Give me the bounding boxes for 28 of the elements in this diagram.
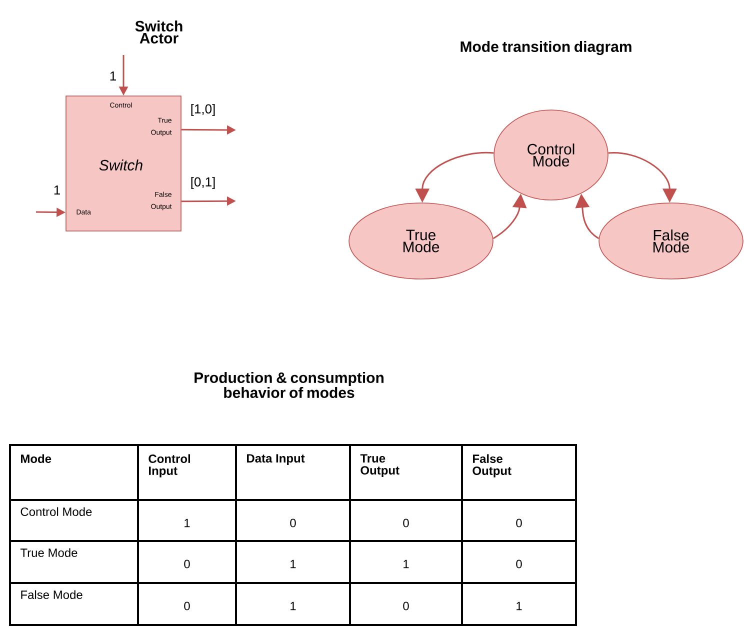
edge-label: 1 — [54, 186, 60, 194]
heading: Mode transition diagram — [460, 40, 632, 56]
table-cell: 1 — [516, 602, 522, 610]
column-header: Mode — [21, 454, 52, 463]
table-cell: 0 — [184, 560, 190, 568]
edge-label: 1 — [110, 72, 116, 80]
table-cell: 0 — [403, 602, 409, 610]
table-cell: 0 — [290, 518, 296, 528]
table-cell: 1 — [184, 518, 190, 528]
table-cell: 0 — [516, 518, 522, 528]
edge-label: [1,0] — [191, 104, 215, 116]
table-cell: 0 — [184, 602, 190, 610]
row-header: Control Mode — [20, 507, 92, 516]
column-header: True Output — [360, 454, 400, 477]
column-header: False Output — [472, 454, 512, 478]
heading: Switch Actor — [135, 20, 182, 44]
row-header: False Mode — [21, 590, 82, 600]
table-cell: 1 — [290, 560, 296, 568]
table-cell: 0 — [403, 518, 409, 528]
table-cell: 0 — [516, 560, 522, 568]
table-cell: 1 — [404, 560, 409, 568]
table-cell: 1 — [290, 602, 296, 610]
edge-label: [0,1] — [191, 176, 215, 190]
heading: Production & consumption behavior of modes — [194, 372, 384, 398]
column-header: Control Input — [148, 454, 190, 478]
block-title: Switch — [99, 160, 142, 170]
column-header: Data Input — [247, 454, 305, 465]
row-header: True Mode — [20, 548, 78, 557]
